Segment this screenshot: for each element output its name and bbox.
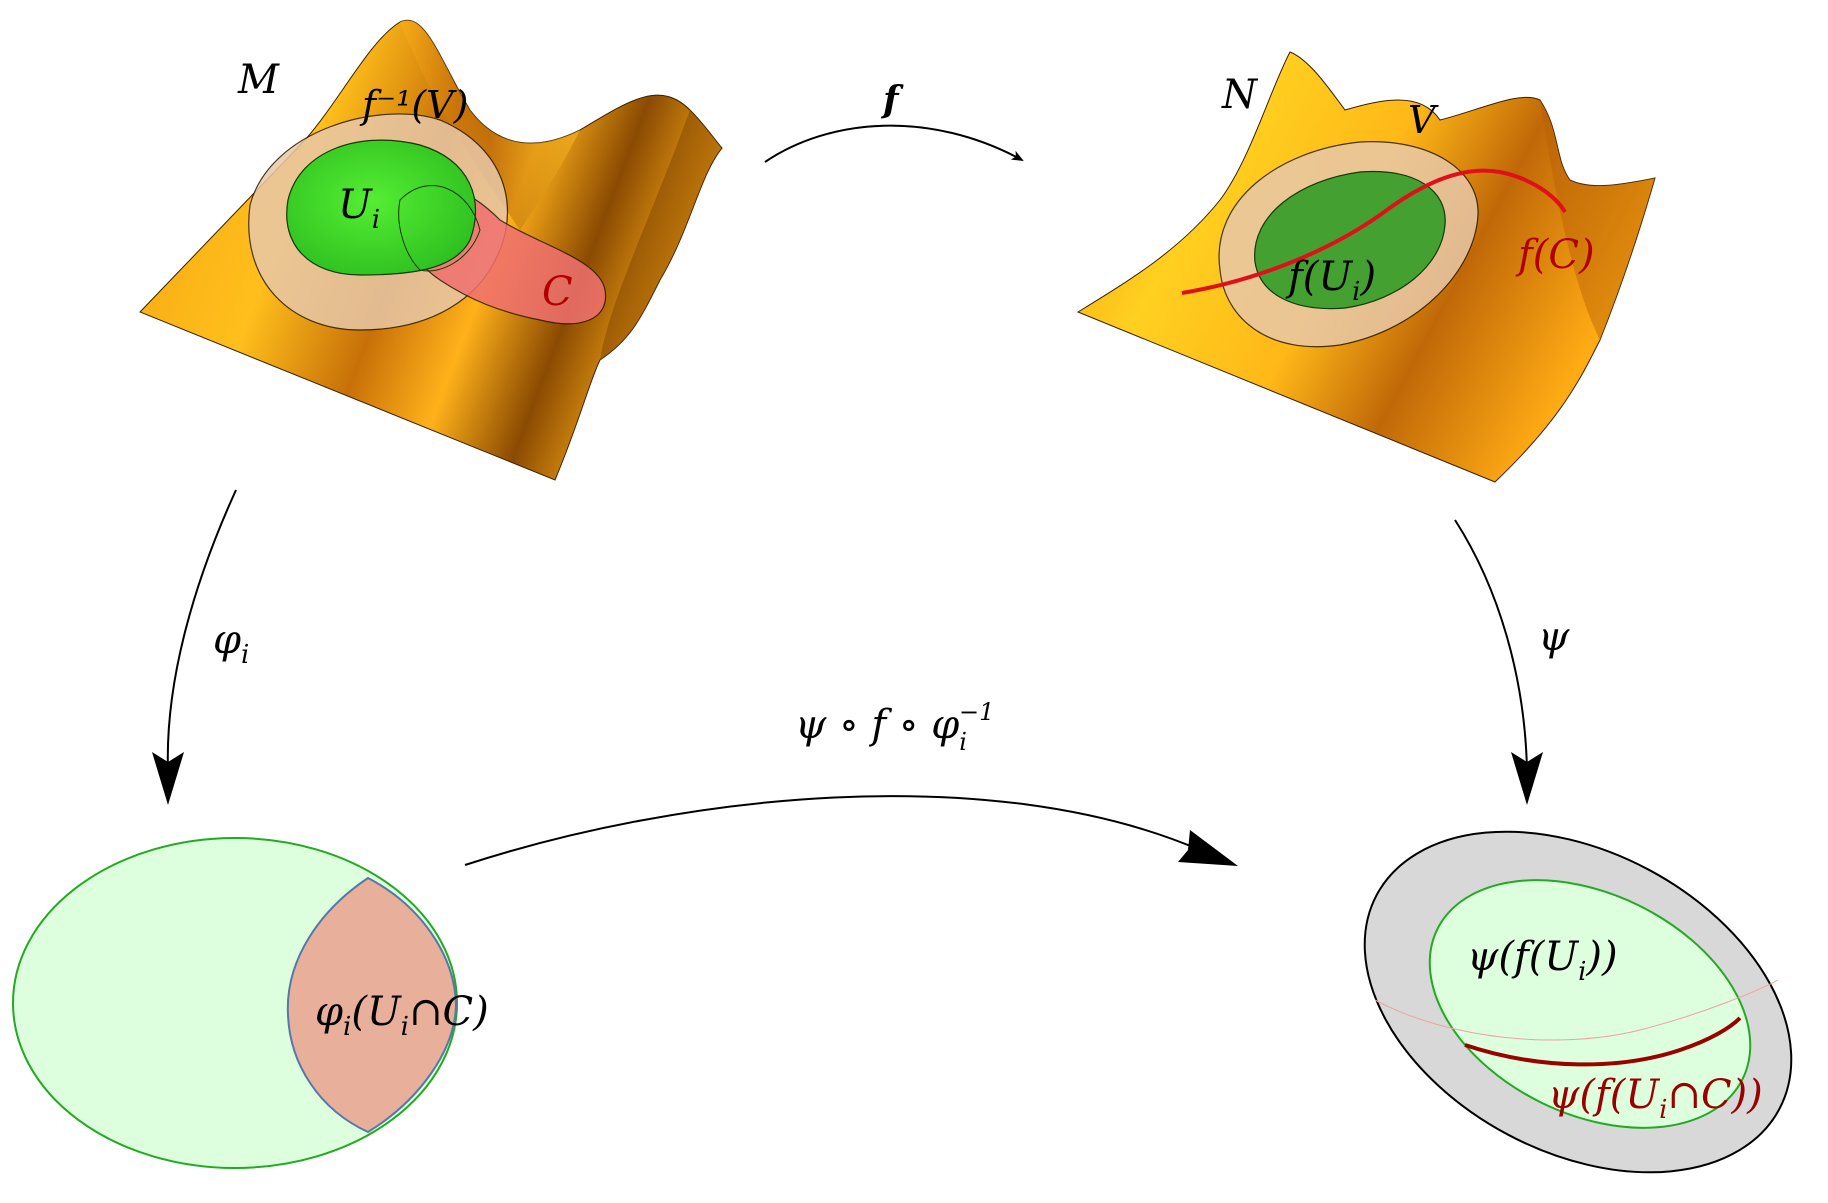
chart-psi: ψ(f(Ui)) ψ(f(Ui∩C)) <box>1363 830 1793 1174</box>
arrow-psi-line <box>1454 519 1528 771</box>
arrow-psi: ψ <box>1454 519 1570 805</box>
label-phi-image: φi(Ui∩C) <box>315 989 489 1042</box>
arrow-phi-i-line <box>166 489 237 771</box>
manifold-m: M f⁻¹(V) Ui C <box>139 19 723 481</box>
label-m: M <box>237 57 280 103</box>
arrow-f: f <box>764 79 1024 163</box>
chart-phi-i-lens <box>286 876 458 1134</box>
manifold-n: N V f(Ui) f(C) <box>1076 51 1656 483</box>
label-arrow-phi-i: φi <box>213 617 249 670</box>
arrow-composite-line <box>464 795 1201 866</box>
label-c: C <box>542 269 573 315</box>
arrow-phi-i-head <box>152 752 184 805</box>
manifold-n-shade <box>1540 100 1655 340</box>
label-psi-f-uc: ψ(f(Ui∩C)) <box>1548 1072 1763 1125</box>
label-f-c: f(C) <box>1515 232 1595 278</box>
chart-phi-i: φi(Ui∩C) <box>12 837 489 1169</box>
arrow-f-line <box>764 124 1024 163</box>
chart-psi-inner-region <box>1428 879 1752 1129</box>
image-curve-f-c <box>1181 168 1567 295</box>
chart-domain-u-i <box>286 139 477 276</box>
label-u-i: Ui <box>338 182 380 235</box>
label-f-u-i: f(Ui) <box>1285 254 1376 307</box>
arrow-composite-head <box>1178 830 1238 866</box>
label-arrow-f: f <box>880 79 904 121</box>
label-v: V <box>1408 98 1439 142</box>
arrow-phi-i: φi <box>152 489 249 805</box>
manifold-m-peak-shade <box>400 20 580 230</box>
overlap-outline <box>398 185 481 272</box>
manifold-m-fold <box>600 110 722 360</box>
label-n: N <box>1221 72 1259 118</box>
label-arrow-composite: ψ ∘ f ∘ φi−1 <box>795 698 994 756</box>
image-f-u-i <box>1254 170 1446 310</box>
label-f-inverse-v: f⁻¹(V) <box>359 83 468 127</box>
chart-psi-image-curve <box>1464 1016 1742 1067</box>
label-psi-f-u: ψ(f(Ui)) <box>1467 934 1618 987</box>
arrow-psi-head <box>1511 752 1543 805</box>
label-arrow-psi: ψ <box>1538 614 1570 660</box>
arrow-composite: ψ ∘ f ∘ φi−1 <box>464 698 1238 866</box>
chart-psi-faint-curve <box>1374 979 1779 1041</box>
